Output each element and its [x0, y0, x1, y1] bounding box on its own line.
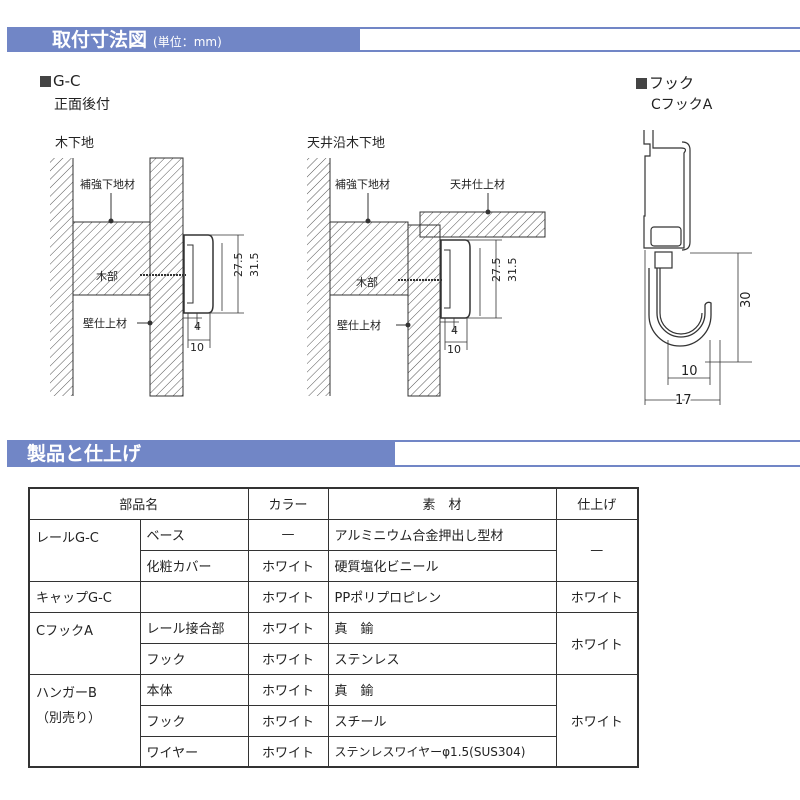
section-header-products: 製品と仕上げ	[7, 440, 800, 467]
section-header-dimensions: 取付寸法図 (単位：mm)	[7, 27, 800, 52]
dim-31-5: 31.5	[248, 253, 261, 278]
dim-10: 10	[447, 343, 461, 356]
label-wood: 木部	[356, 275, 378, 289]
cell-material: スチール	[327, 704, 557, 737]
cell-material: 真 鍮	[327, 611, 557, 644]
dim-30: 30	[739, 291, 754, 308]
label-wood: 木部	[96, 269, 118, 283]
cell-finish: ホワイト	[555, 673, 639, 768]
cell-color: ホワイト	[247, 611, 329, 644]
cell-color: —	[247, 518, 329, 551]
table-row: ハンガーB （別売り） 本体 ホワイト 真 鍮 ホワイト	[28, 673, 639, 768]
cell-part: ハンガーB （別売り）	[28, 673, 141, 768]
cell-sub: 本体	[139, 673, 249, 706]
square-bullet-icon	[636, 78, 647, 89]
ceiling-board	[419, 211, 546, 238]
cell-sub: 化粧カバー	[139, 549, 249, 582]
wall-right	[407, 224, 441, 397]
cell-sub: レール接合部	[139, 611, 249, 644]
ceiling-substrate-diagram: 補強下地材 天井仕上材 木部 壁仕上材 27.5 31.5 4 10	[307, 158, 546, 397]
cell-color: ホワイト	[247, 549, 329, 582]
cell-finish: ホワイト	[555, 611, 639, 675]
section-title: 製品と仕上げ	[27, 443, 142, 465]
unit-label: (単位：mm)	[153, 35, 222, 49]
gc-subheading: 正面後付	[54, 97, 110, 113]
reinforce-block	[329, 221, 409, 296]
reinforce-block	[72, 221, 151, 296]
cell-sub: フック	[139, 642, 249, 675]
product-finish-table: 部品名 カラー 素 材 仕上げ レールG-C ベース — アルミニウム合金押出し…	[28, 487, 639, 768]
c-hook-diagram	[643, 130, 752, 405]
table-row: ワイヤー ホワイト ステンレスワイヤーφ1.5(SUS304)	[29, 735, 638, 768]
cell-color: ホワイト	[247, 580, 329, 613]
cell-finish: —	[555, 518, 639, 582]
cell-material: ステンレス	[327, 642, 557, 675]
section-title: 取付寸法図	[52, 29, 148, 51]
rail-profile	[183, 234, 214, 314]
wall-right	[149, 157, 184, 397]
wall-left	[307, 158, 330, 396]
cell-material: 硬質塩化ビニール	[327, 549, 557, 582]
header-finish: 仕上げ	[555, 487, 639, 520]
dim-17: 17	[675, 393, 692, 408]
dim-10: 10	[681, 364, 698, 379]
cell-color: ホワイト	[247, 735, 329, 768]
header-part-name: 部品名	[28, 487, 249, 520]
table-row: 化粧カバー ホワイト 硬質塩化ビニール	[29, 549, 638, 582]
cell-material: ステンレスワイヤーφ1.5(SUS304)	[327, 735, 557, 768]
cell-color: ホワイト	[247, 673, 329, 706]
square-bullet-icon	[40, 76, 51, 87]
dimension-diagrams: 補強下地材 木部 壁仕上材 27.5 31.5 4 10	[50, 130, 754, 410]
hook-heading: フック	[636, 72, 694, 93]
cell-part: CフックA	[28, 611, 141, 675]
label-ceiling-finish: 天井仕上材	[450, 177, 505, 191]
wall-left	[50, 158, 73, 396]
cell-sub: ベース	[139, 518, 249, 551]
dim-4: 4	[451, 324, 458, 337]
table-row: CフックA レール接合部 ホワイト 真 鍮 ホワイト	[28, 611, 639, 675]
cell-color: ホワイト	[247, 704, 329, 737]
hook-subheading: CフックA	[651, 97, 713, 113]
table-row: キャップG-C ホワイト PPポリプロピレン ホワイト	[28, 580, 639, 613]
cell-sub: ワイヤー	[139, 735, 249, 768]
part-note: （別売り）	[36, 710, 102, 726]
table-row: フック ホワイト ステンレス	[29, 642, 638, 675]
cell-part: レールG-C	[28, 518, 141, 582]
cell-sub	[139, 580, 249, 613]
header-material: 素 材	[327, 487, 557, 520]
dim-4: 4	[194, 320, 201, 333]
cell-material: アルミニウム合金押出し型材	[327, 518, 557, 551]
cell-finish: ホワイト	[555, 580, 639, 613]
cell-color: ホワイト	[247, 642, 329, 675]
ceiling-diagram-title: 天井沿木下地	[307, 136, 386, 151]
dim-27-5: 27.5	[232, 253, 245, 278]
dim-31-5: 31.5	[506, 258, 519, 283]
rail-profile	[440, 239, 471, 319]
wood-substrate-diagram: 補強下地材 木部 壁仕上材 27.5 31.5 4 10	[50, 157, 261, 397]
dim-10: 10	[190, 341, 204, 354]
gc-heading: G-C	[40, 72, 81, 90]
cell-material: 真 鍮	[327, 673, 557, 706]
cell-part: キャップG-C	[28, 580, 141, 613]
label-reinforce: 補強下地材	[80, 177, 135, 191]
table-row: レールG-C ベース — アルミニウム合金押出し型材 —	[28, 518, 639, 582]
label-wall-finish: 壁仕上材	[337, 318, 381, 332]
dim-27-5: 27.5	[490, 258, 503, 283]
label-reinforce: 補強下地材	[335, 177, 390, 191]
label-wall-finish: 壁仕上材	[83, 316, 127, 330]
header-color: カラー	[247, 487, 329, 520]
table-header-row: 部品名 カラー 素 材 仕上げ	[28, 487, 639, 520]
cell-material: PPポリプロピレン	[327, 580, 557, 613]
cell-sub: フック	[139, 704, 249, 737]
wood-diagram-title: 木下地	[55, 136, 95, 151]
